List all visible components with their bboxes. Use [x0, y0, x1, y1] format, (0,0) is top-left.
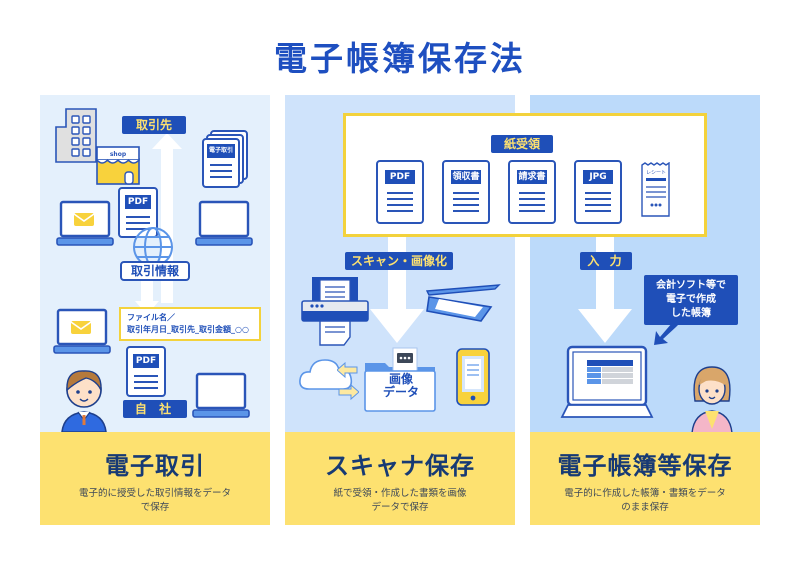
doc-label-invoice: 請求書: [517, 170, 547, 184]
down-arrow-icon: [578, 235, 632, 343]
doc-label-receipt: 領収書: [451, 170, 481, 184]
invoice-doc-icon: 請求書: [508, 160, 556, 224]
doc-label-jpg: JPG: [583, 170, 613, 184]
scan-label: スキャン・画像化: [345, 252, 453, 270]
paper-received-label-top: 紙受領: [491, 135, 553, 153]
woman-avatar: [691, 366, 733, 433]
pdf-doc-icon: PDF: [118, 187, 158, 238]
down-arrow-icon: [135, 275, 159, 315]
panel-heading: スキャナ保存: [325, 452, 475, 480]
printer-scanner-icon: [301, 277, 369, 346]
filename-bubble: ファイル名／ 取引年月日_取引先_取引金額_○○: [119, 307, 261, 341]
pdf-doc-icon-lower: PDF: [126, 346, 166, 397]
panel-description: 電子的に作成した帳簿・書類をデータ のまま保存: [530, 487, 760, 515]
footer-electronic-transaction: 電子取引 電子的に授受した取引情報をデータ で保存: [40, 432, 270, 525]
footer-electronic-books: 電子帳簿等保存 電子的に作成した帳簿・書類をデータ のまま保存: [530, 432, 760, 525]
software-line2: 電子で作成: [666, 294, 716, 305]
panel-description: 電子的に授受した取引情報をデータ で保存: [40, 487, 270, 515]
description-line1: 電子的に作成した帳簿・書類をデータ: [564, 488, 726, 499]
sync-arrows-icon: [337, 362, 359, 401]
pdf-label: PDF: [125, 195, 151, 209]
receipt-doc-icon: 領収書: [442, 160, 490, 224]
receipt-slip-label: レシート: [645, 170, 666, 176]
transaction-info-label: 取引情報: [120, 261, 190, 281]
footer-scanner-storage: スキャナ保存 紙で受領・作成した書類を画像 データで保存: [285, 432, 515, 525]
description-line2: で保存: [140, 502, 170, 513]
panel-electronic-transaction: 取引先 shop 電子取引 PDF: [40, 95, 270, 525]
down-arrow-icon: [370, 225, 424, 343]
panel-description: 紙で受領・作成した書類を画像 データで保存: [285, 487, 515, 515]
description-line1: 紙で受領・作成した書類を画像: [333, 488, 467, 499]
pdf-doc-icon: PDF: [376, 160, 424, 224]
cloud-icon: [299, 359, 353, 390]
image-data-folder-icon: [364, 347, 436, 412]
laptop-icon-lower: [192, 372, 250, 418]
globe-icon: [133, 227, 173, 265]
laptop-icon: [195, 200, 253, 246]
flatbed-scanner-icon: [425, 284, 501, 322]
panel-heading: 電子帳簿等保存: [557, 452, 733, 480]
businessman-avatar: [61, 370, 107, 432]
filename-line1: ファイル名／: [127, 313, 175, 322]
description-line2: データで保存: [371, 502, 429, 513]
laptop-mail-icon-lower: [53, 308, 111, 354]
doc-label-pdf: PDF: [385, 170, 415, 184]
office-building-icon: [55, 108, 97, 163]
pdf-label-lower: PDF: [133, 354, 159, 368]
jpg-doc-icon: JPG: [574, 160, 622, 224]
computer-spreadsheet-icon: [560, 345, 654, 418]
receipt-slip-icon: [641, 162, 670, 217]
e-transaction-doc-icon: 電子取引: [202, 138, 240, 188]
description-line2: のまま保存: [621, 502, 669, 513]
image-data-line2: データ: [382, 385, 419, 399]
image-data-line1: 画像: [388, 372, 413, 386]
description-line1: 電子的に授受した取引情報をデータ: [78, 488, 231, 499]
shop-sign: shop: [109, 151, 127, 158]
accounting-software-bubble: 会計ソフト等で 電子で作成 した帳簿: [644, 275, 738, 325]
software-line1: 会計ソフト等で: [656, 280, 726, 291]
filename-line2: 取引年月日_取引先_取引金額_○○: [127, 325, 249, 334]
panel-heading: 電子取引: [105, 452, 205, 480]
laptop-mail-icon: [56, 200, 114, 246]
smartphone-icon: [456, 348, 490, 406]
pointer-arrow-icon: [654, 323, 678, 345]
counterparty-label: 取引先: [122, 116, 186, 134]
own-company-label: 自 社: [123, 400, 187, 418]
input-label: 入 力: [580, 252, 632, 270]
software-line3: した帳簿: [671, 308, 711, 319]
shop-icon: [96, 146, 140, 185]
up-arrow-icon: [152, 133, 182, 303]
page-title: 電子帳簿保存法: [274, 39, 526, 78]
image-data-label: 画像 データ: [365, 373, 437, 399]
e-doc-label: 電子取引: [207, 144, 235, 158]
paper-received-frame: 紙受領 PDF 領収書 請求書 JPG レシート: [343, 113, 707, 237]
